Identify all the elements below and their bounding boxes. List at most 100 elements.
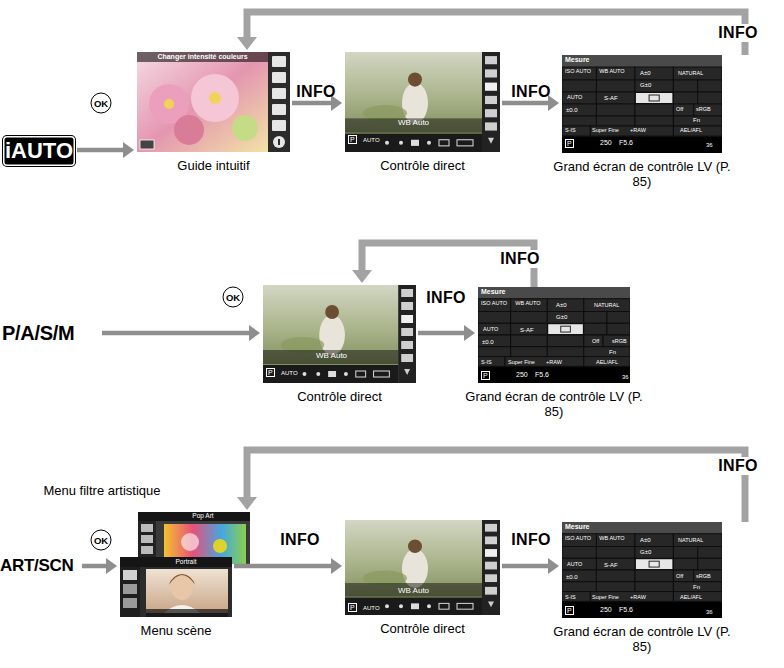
direct-control-screen-image xyxy=(345,52,500,152)
screen-thumbnail: Changer intensité couleursGuide intuitif xyxy=(137,52,290,152)
screen-text: 36 xyxy=(622,374,629,381)
arrow-head xyxy=(237,37,257,50)
info-button-label: INFO xyxy=(296,84,335,100)
arrow-head xyxy=(237,497,257,510)
screen-text: Super Fine xyxy=(592,594,619,600)
screen-thumbnail: MesureISO AUTOWB AUTOA±0NATURALG±0AUTOS-… xyxy=(478,287,630,383)
screen-text: WB Auto xyxy=(345,119,482,128)
screen-caption: Contrôle direct xyxy=(348,621,498,636)
screen-text: Off xyxy=(676,106,683,112)
screen-text: A±0 xyxy=(556,302,567,309)
direct-control-screen-image xyxy=(345,520,500,615)
info-button-label: INFO xyxy=(280,532,319,548)
screen-text: Mesure xyxy=(565,523,590,531)
screen-text: 36 xyxy=(706,609,713,616)
screen-text: Off xyxy=(676,573,683,579)
arrow-head xyxy=(106,558,117,574)
screen-text: AUTO xyxy=(363,137,380,144)
screen-text: Super Fine xyxy=(592,127,619,133)
screen-thumbnail: WB AutoPAUTOContrôle direct xyxy=(345,52,500,152)
screen-text: Mesure xyxy=(565,56,590,64)
screen-text: P xyxy=(266,368,275,377)
screen-text: 250 xyxy=(600,139,612,147)
arrow-line xyxy=(77,148,125,153)
screen-text: WB AUTO xyxy=(599,535,625,541)
screen-text: AUTO xyxy=(567,561,582,567)
screen-text: NATURAL xyxy=(678,70,703,76)
flow-arrow xyxy=(234,558,342,574)
screen-text: +RAW xyxy=(546,359,562,365)
scene-menu-screen-image xyxy=(120,557,232,617)
info-button-label: INFO xyxy=(716,24,759,42)
screen-caption: Contrôle direct xyxy=(265,389,415,404)
lv-control-screen-image xyxy=(562,522,722,618)
arrow-line xyxy=(234,564,333,569)
mode-label: P/A/S/M xyxy=(2,319,100,347)
info-button-label: INFO xyxy=(511,84,550,100)
screen-text: WB Auto xyxy=(263,352,400,361)
screen-text: ISO AUTO xyxy=(565,68,591,74)
flow-arrow xyxy=(237,12,745,55)
screen-text: 36 xyxy=(706,142,713,149)
screen-caption: Guide intuitif xyxy=(139,158,289,173)
screen-text: P xyxy=(348,603,357,612)
screen-text: NATURAL xyxy=(678,537,703,543)
arrow-head xyxy=(249,325,260,341)
mode-badge: iAUTO xyxy=(3,136,75,166)
screen-thumbnail: WB AutoPAUTOContrôle direct xyxy=(263,285,416,383)
screen-text: G±0 xyxy=(640,82,651,89)
screen-text: S-IS xyxy=(481,359,492,365)
screen-text: sRGB xyxy=(696,573,711,579)
screen-thumbnail: WB AutoPAUTOContrôle direct xyxy=(345,520,500,615)
screen-text: sRGB xyxy=(612,338,627,344)
screen-text: Pop Art xyxy=(156,512,250,519)
screen-text: G±0 xyxy=(556,314,567,321)
info-button-label: INFO xyxy=(426,290,465,306)
screen-text: G±0 xyxy=(640,549,651,556)
screen-text: AUTO xyxy=(363,605,380,612)
screen-text: A±0 xyxy=(640,70,651,77)
flow-arrow xyxy=(82,558,117,574)
screen-caption: Contrôle direct xyxy=(348,158,498,173)
guide-screen-image xyxy=(137,52,290,152)
screen-thumbnail: Menu filtre artistiquePop Art xyxy=(138,512,250,564)
arrow-line xyxy=(247,12,745,55)
screen-text: AUTO xyxy=(567,94,582,100)
arrow-head xyxy=(464,325,475,341)
screen-text: ISO AUTO xyxy=(565,535,591,541)
screen-caption: Menu scène xyxy=(111,623,241,638)
screen-text: AUTO xyxy=(281,370,298,377)
screen-text: Super Fine xyxy=(508,359,535,365)
screen-text: S-AF xyxy=(604,95,618,102)
lv-control-screen-image xyxy=(478,287,630,383)
screen-thumbnail: MesureISO AUTOWB AUTOA±0NATURALG±0AUTOS-… xyxy=(562,55,722,153)
screen-text: Fn xyxy=(609,349,616,356)
arrow-head xyxy=(548,558,559,574)
screen-text: AEL/AFL xyxy=(680,127,702,133)
arrow-line xyxy=(247,450,745,522)
arrow-head xyxy=(123,142,134,158)
ok-button-symbol: OK xyxy=(91,530,112,551)
screen-text: S-IS xyxy=(565,594,576,600)
screen-text: Changer intensité couleurs xyxy=(137,53,268,61)
screen-text: 250 xyxy=(600,606,612,614)
arrow-head xyxy=(352,270,372,283)
arrow-head xyxy=(331,558,342,574)
mode-label: ART/SCN xyxy=(0,552,80,580)
screen-text: ±0.0 xyxy=(566,574,578,581)
screen-text: ±0.0 xyxy=(566,107,578,114)
screen-text: NATURAL xyxy=(594,302,619,308)
ok-button-symbol: OK xyxy=(223,287,244,308)
screen-thumbnail: PortraitMenu scène xyxy=(120,557,232,617)
screen-text: F5.6 xyxy=(619,139,633,147)
screen-text: ±0.0 xyxy=(482,339,494,346)
screen-text: +RAW xyxy=(630,127,646,133)
screen-text: 250 xyxy=(516,371,528,379)
mode-name: iAUTO xyxy=(3,136,75,166)
direct-control-screen-image xyxy=(263,285,416,383)
arrow-line xyxy=(82,564,108,569)
screen-text: AUTO xyxy=(483,326,498,332)
screen-text: WB AUTO xyxy=(515,300,541,306)
flow-arrow xyxy=(502,558,559,574)
